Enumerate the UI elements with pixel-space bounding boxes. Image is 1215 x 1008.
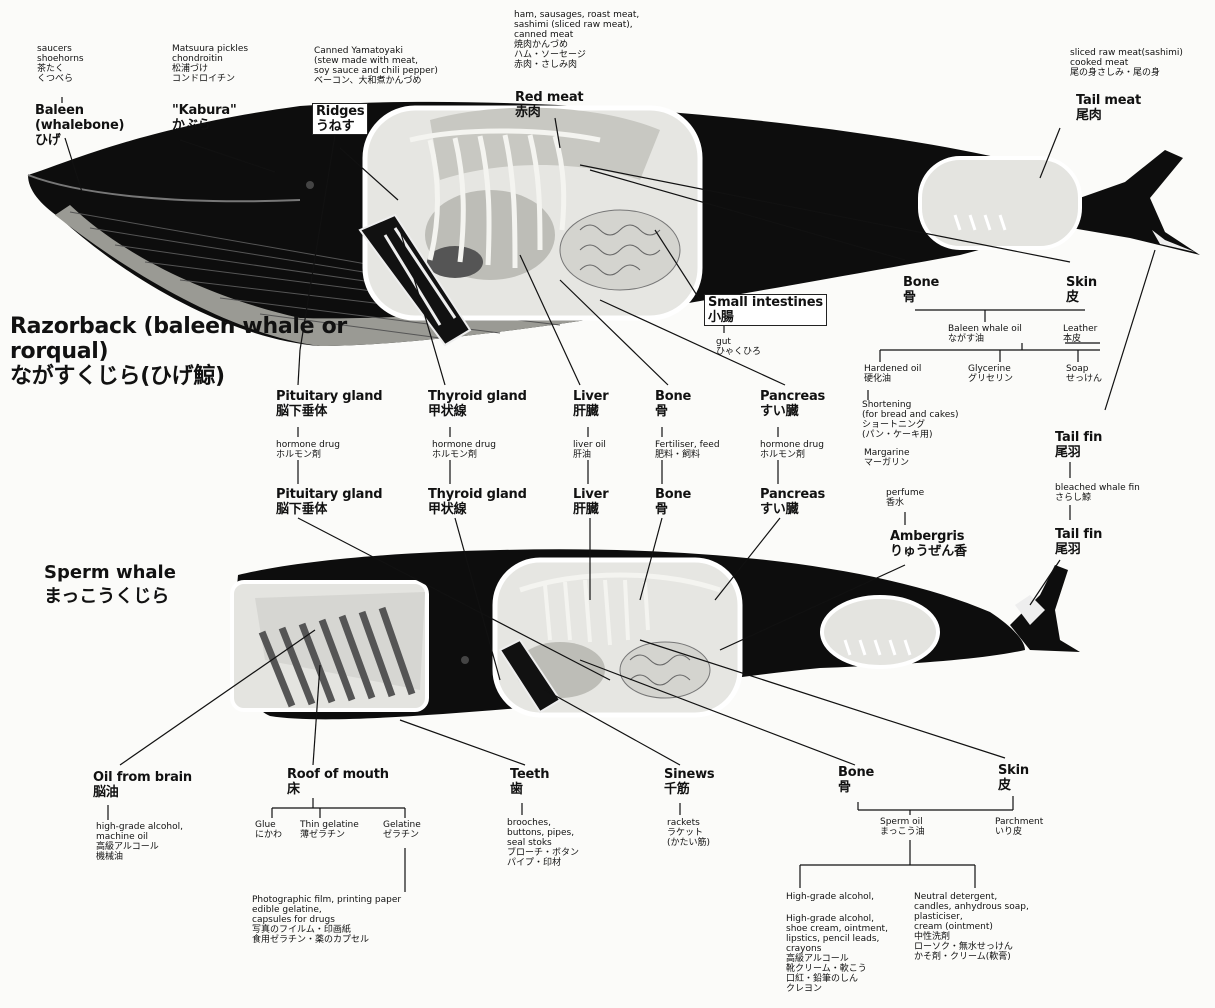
razorback-liver-label: Liver 肝臓 bbox=[573, 389, 608, 419]
perfume-text: perfume 香水 bbox=[886, 488, 924, 508]
sperm-whale-illustration bbox=[232, 549, 1080, 719]
sinews-label: Sinews 千筋 bbox=[664, 767, 714, 797]
teeth-label: Teeth 歯 bbox=[510, 767, 549, 797]
gut-uses-text: gut ひゃくひろ bbox=[716, 337, 761, 357]
razorback-pituitary-uses: hormone drug ホルモン剤 bbox=[276, 440, 340, 460]
glue-text: Glue にかわ bbox=[255, 820, 282, 840]
sperm-oil-text: Sperm oil まっこう油 bbox=[880, 817, 925, 837]
ambergris-label: Ambergris りゅうぜん香 bbox=[890, 529, 967, 559]
thin-gelatine-text: Thin gelatine 薄ゼラチン bbox=[300, 820, 359, 840]
shortening-text: Shortening (for bread and cakes) ショートニング… bbox=[862, 400, 958, 440]
leather-text: Leather 本皮 bbox=[1063, 324, 1097, 344]
soap-text: Soap せっけん bbox=[1066, 364, 1102, 384]
sperm-bone-top-label: Bone 骨 bbox=[655, 487, 691, 517]
razorback-pituitary-label: Pituitary gland 脳下垂体 bbox=[276, 389, 382, 419]
margarine-text: Margarine マーガリン bbox=[864, 448, 910, 468]
high-grade-alcohol-uses: High-grade alcohol, shoe cream, ointment… bbox=[786, 914, 888, 994]
small-intestines-label: Small intestines 小腸 bbox=[704, 294, 827, 326]
razorback-bone-label: Bone 骨 bbox=[903, 275, 939, 305]
sperm-thyroid-label: Thyroid gland 甲状線 bbox=[428, 487, 527, 517]
sperm-tail-fin-label: Tail fin 尾羽 bbox=[1055, 527, 1102, 557]
sperm-pituitary-label: Pituitary gland 脳下垂体 bbox=[276, 487, 382, 517]
sperm-bone-label: Bone 骨 bbox=[838, 765, 874, 795]
red-meat-uses-text: ham, sausages, roast meat, sashimi (slic… bbox=[514, 10, 639, 70]
baleen-whale-oil-text: Baleen whale oil ながす油 bbox=[948, 324, 1022, 344]
sinews-uses: rackets ラケット (かたい筋) bbox=[667, 818, 710, 848]
oil-from-brain-label: Oil from brain 脳油 bbox=[93, 770, 192, 800]
sperm-whale-title: Sperm whale まっこうくじら bbox=[44, 561, 176, 609]
razorback-tail-fin-label: Tail fin 尾羽 bbox=[1055, 430, 1102, 460]
razorback-title: Razorback (baleen whale or rorqual) ながすく… bbox=[10, 314, 347, 389]
oil-from-brain-uses: high-grade alcohol, machine oil 高級アルコール … bbox=[96, 822, 183, 862]
ridges-uses-text: Canned Yamatoyaki (stew made with meat, … bbox=[314, 46, 438, 86]
bleached-fin-text: bleached whale fin さらし鯨 bbox=[1055, 483, 1140, 503]
razorback-bone-fert-label: Bone 骨 bbox=[655, 389, 691, 419]
fertiliser-uses: Fertiliser, feed 肥料・飼料 bbox=[655, 440, 720, 460]
roof-of-mouth-label: Roof of mouth 床 bbox=[287, 767, 389, 797]
sperm-pancreas-label: Pancreas すい臓 bbox=[760, 487, 825, 517]
tail-meat-uses-text: sliced raw meat(sashimi) cooked meat 尾の身… bbox=[1070, 48, 1183, 78]
razorback-liver-uses: liver oil 肝油 bbox=[573, 440, 606, 460]
sperm-skin-label: Skin 皮 bbox=[998, 763, 1029, 793]
neutral-detergent-text: Neutral detergent, candles, anhydrous so… bbox=[914, 892, 1029, 962]
red-meat-label: Red meat 赤肉 bbox=[515, 90, 583, 120]
razorback-illustration bbox=[28, 102, 1200, 346]
sperm-liver-label: Liver 肝臓 bbox=[573, 487, 608, 517]
razorback-pancreas-label: Pancreas すい臓 bbox=[760, 389, 825, 419]
ridges-label: Ridges うねす bbox=[312, 103, 368, 135]
hardened-oil-text: Hardened oil 硬化油 bbox=[864, 364, 921, 384]
razorback-pancreas-uses: hormone drug ホルモン剤 bbox=[760, 440, 824, 460]
photographic-film-text: Photographic film, printing paper edible… bbox=[252, 895, 401, 945]
kabura-label: "Kabura" かぶら bbox=[172, 103, 237, 133]
tail-meat-label: Tail meat 尾肉 bbox=[1076, 93, 1141, 123]
kabura-uses-text: Matsuura pickles chondroitin 松浦づけ コンドロイチ… bbox=[172, 44, 248, 84]
baleen-label: Baleen (whalebone) ひげ bbox=[35, 103, 124, 148]
glycerine-text: Glycerine グリセリン bbox=[968, 364, 1013, 384]
razorback-skin-label: Skin 皮 bbox=[1066, 275, 1097, 305]
razorback-thyroid-label: Thyroid gland 甲状線 bbox=[428, 389, 527, 419]
baleen-uses-text: saucers shoehorns 茶たく くつべら bbox=[37, 44, 84, 84]
gelatine-text: Gelatine ゼラチン bbox=[383, 820, 421, 840]
razorback-thyroid-uses: hormone drug ホルモン剤 bbox=[432, 440, 496, 460]
high-grade-alcohol-text: High-grade alcohol, bbox=[786, 892, 874, 902]
parchment-text: Parchment いり皮 bbox=[995, 817, 1043, 837]
teeth-uses: brooches, buttons, pipes, seal stoks ブロー… bbox=[507, 818, 579, 868]
